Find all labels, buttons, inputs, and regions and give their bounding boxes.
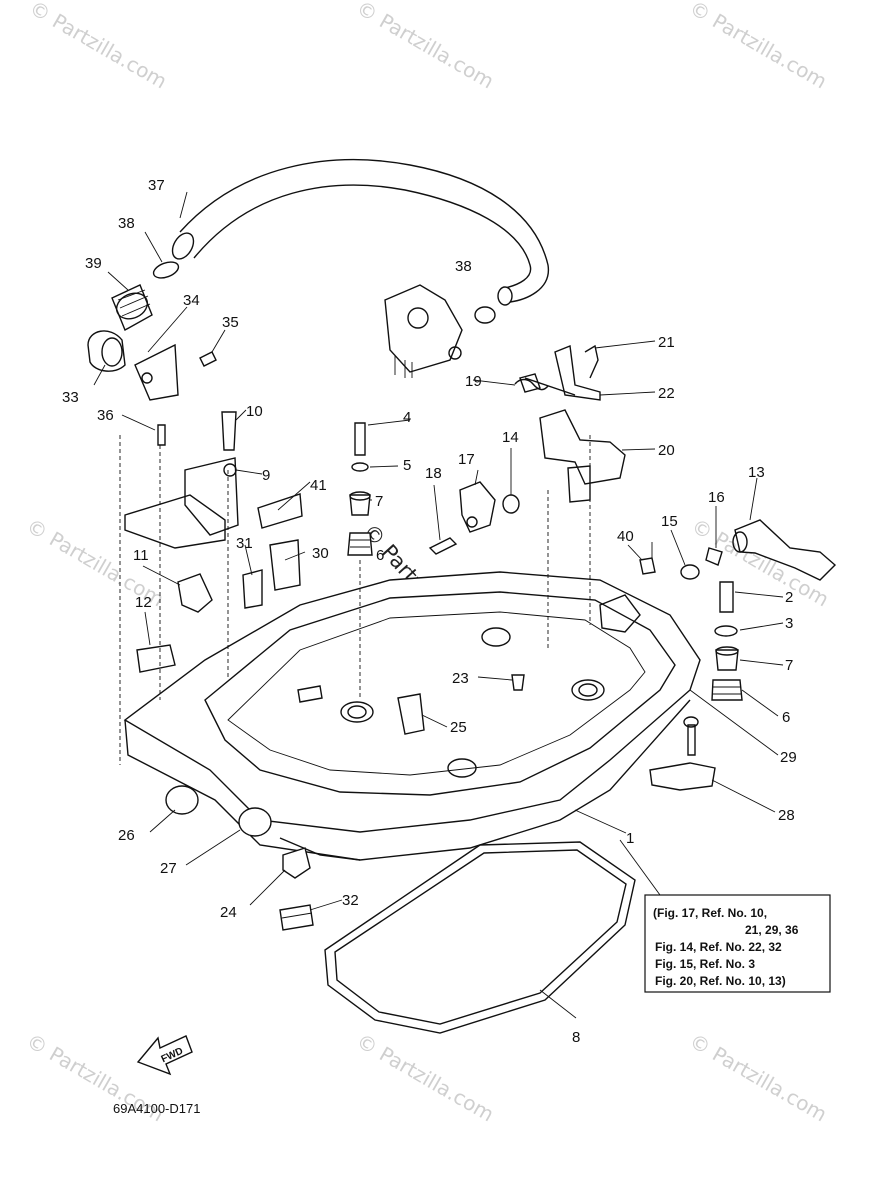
callout-31: 31 xyxy=(236,535,253,552)
watermark-top-right: © Partzilla.com xyxy=(686,0,832,94)
callout-1: 1 xyxy=(626,830,634,847)
callout-15: 15 xyxy=(661,513,678,530)
callout-37: 37 xyxy=(148,177,165,194)
callout-6-right: 6 xyxy=(782,709,790,726)
diagram-code: 69A4100-D171 xyxy=(113,1101,200,1116)
callout-28: 28 xyxy=(778,807,795,824)
right-side-parts xyxy=(639,519,837,791)
callout-41: 41 xyxy=(310,477,327,494)
callout-13: 13 xyxy=(748,464,765,481)
callout-35: 35 xyxy=(222,314,239,331)
hose-part-37 xyxy=(171,158,549,306)
callout-12: 12 xyxy=(135,594,152,611)
callout-8: 8 xyxy=(572,1029,580,1046)
callout-16: 16 xyxy=(708,489,725,506)
callout-24: 24 xyxy=(220,904,237,921)
ref-line-2: 21, 29, 36 xyxy=(745,923,799,937)
ref-line-3: Fig. 14, Ref. No. 22, 32 xyxy=(655,940,782,954)
callout-7-center: 7 xyxy=(375,493,383,510)
watermark-bottom-right: © Partzilla.com xyxy=(686,1029,832,1127)
callout-21: 21 xyxy=(658,334,675,351)
watermark-bottom-center: © Partzilla.com xyxy=(353,1029,499,1127)
callout-18: 18 xyxy=(425,465,442,482)
callout-40: 40 xyxy=(617,528,634,545)
callout-39: 39 xyxy=(85,255,102,272)
leader-lines xyxy=(93,191,784,1019)
ref-line-4: Fig. 15, Ref. No. 3 xyxy=(655,957,755,971)
callout-29: 29 xyxy=(780,749,797,766)
callout-labels: 37 38 39 34 35 33 36 10 9 41 31 30 11 12… xyxy=(62,177,797,1046)
callout-26: 26 xyxy=(118,827,135,844)
ref-line-5: Fig. 20, Ref. No. 10, 13) xyxy=(655,974,786,988)
callout-14: 14 xyxy=(502,429,519,446)
callout-38-right: 38 xyxy=(455,258,472,275)
callout-2: 2 xyxy=(785,589,793,606)
callout-33: 33 xyxy=(62,389,79,406)
ref-line-1: (Fig. 17, Ref. No. 10, xyxy=(653,906,767,920)
callout-30: 30 xyxy=(312,545,329,562)
callout-7-right: 7 xyxy=(785,657,793,674)
callout-34: 34 xyxy=(183,292,200,309)
callout-19: 19 xyxy=(465,373,482,390)
callout-32: 32 xyxy=(342,892,359,909)
callout-20: 20 xyxy=(658,442,675,459)
callout-6-center: 6 xyxy=(376,547,384,564)
center-small-parts xyxy=(347,422,520,556)
watermark-top-center: © Partzilla.com xyxy=(353,0,499,94)
hose-fitting-assembly xyxy=(87,284,217,401)
callout-38-left: 38 xyxy=(118,215,135,232)
gasket-part-8 xyxy=(324,841,636,1034)
watermark-top-left: © Partzilla.com xyxy=(26,0,172,94)
bottom-small-parts xyxy=(165,785,314,931)
engine-bracket-sketch xyxy=(384,284,463,378)
left-side-parts xyxy=(124,411,303,673)
callout-11: 11 xyxy=(133,547,149,564)
callout-23: 23 xyxy=(452,670,469,687)
callout-5: 5 xyxy=(403,457,411,474)
callout-17: 17 xyxy=(458,451,475,468)
callout-4: 4 xyxy=(403,409,411,426)
callout-25: 25 xyxy=(450,719,467,736)
cross-reference-box: (Fig. 17, Ref. No. 10, 21, 29, 36 Fig. 1… xyxy=(644,894,831,993)
hose-clip-part-38 xyxy=(152,261,496,324)
lever-bracket-assembly xyxy=(514,344,626,503)
callout-36: 36 xyxy=(97,407,114,424)
callout-9: 9 xyxy=(262,467,270,484)
callout-27: 27 xyxy=(160,860,177,877)
bottom-cowling-part-1 xyxy=(123,571,701,861)
callout-10: 10 xyxy=(246,403,263,420)
callout-3: 3 xyxy=(785,615,793,632)
forward-arrow-icon: FWD xyxy=(136,1035,193,1076)
callout-22: 22 xyxy=(658,385,675,402)
